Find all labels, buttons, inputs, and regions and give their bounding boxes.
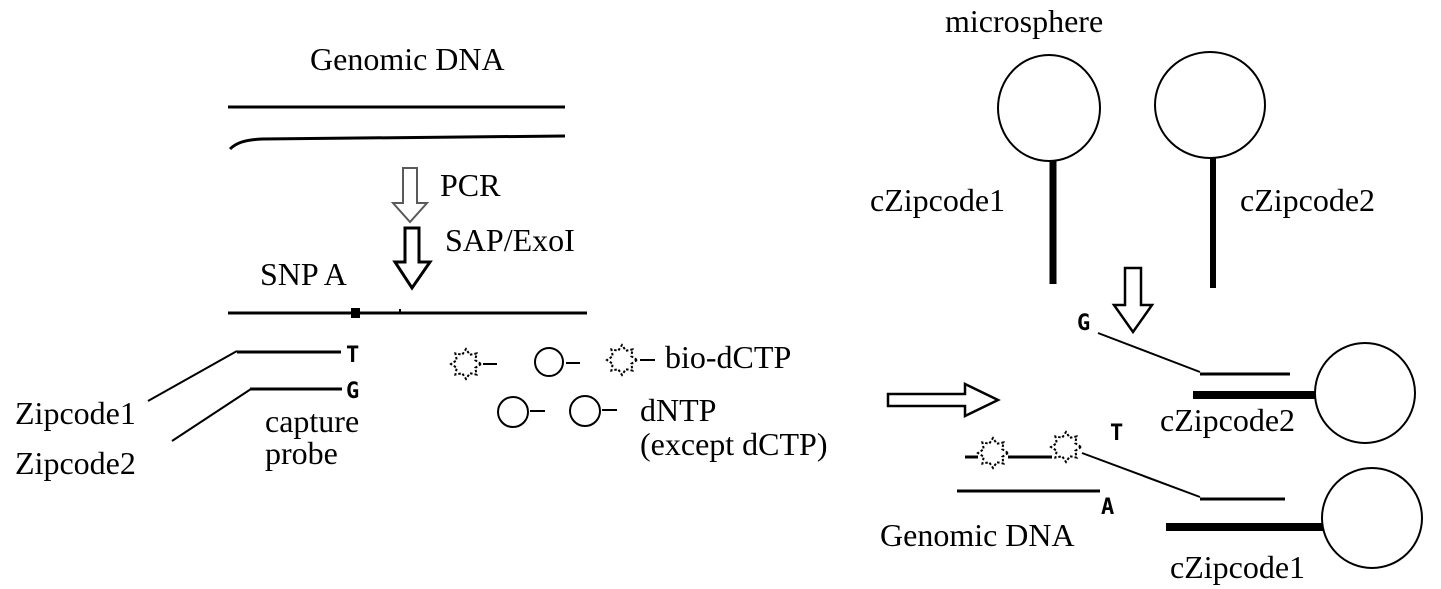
zipcode2-tail-hybrid	[1097, 332, 1201, 373]
zipcode1-tail-hybrid	[1081, 452, 1201, 498]
czipcode1-label: cZipcode1	[870, 182, 1005, 218]
microsphere-2	[1154, 51, 1266, 159]
cleanup-arrow-icon	[392, 226, 433, 291]
microsphere-4	[1321, 467, 1423, 569]
zipcode1-label: Zipcode1	[15, 395, 136, 431]
biotin-dctp-icon	[977, 437, 1009, 469]
extended-probe-base-top: G	[1077, 311, 1090, 336]
capture-probe-label-line2: probe	[265, 435, 338, 471]
zipcode2-label: Zipcode2	[15, 445, 136, 481]
snp-label: SNP A	[260, 256, 347, 292]
biotin-dctp-icon	[1050, 431, 1082, 463]
probe1-3prime-base: T	[346, 343, 359, 368]
hybrid-bottom-czipcode-label: cZipcode1	[1170, 549, 1305, 585]
cleanup-step-label: SAP/ExoI	[445, 222, 575, 258]
genomic-dna-title: Genomic DNA	[310, 41, 505, 77]
zipcode1-tail	[147, 350, 238, 402]
strand-tick-mark	[399, 309, 401, 313]
zipcode2-tail	[171, 388, 252, 442]
genomic-dna-label-right: Genomic DNA	[880, 517, 1075, 553]
probe2-3prime-base: G	[346, 379, 359, 404]
czipcode2-label: cZipcode2	[1240, 182, 1375, 218]
snp-site-marker	[351, 308, 360, 318]
microsphere-3	[1314, 342, 1416, 444]
microsphere-label: microsphere	[945, 3, 1103, 39]
process-arrow-icon	[886, 382, 1001, 418]
template-base: A	[1101, 495, 1114, 520]
extended-probe-base-bottom: T	[1110, 421, 1123, 446]
capture-probe-label-line1: capture	[265, 403, 359, 439]
pcr-step-label: PCR	[440, 167, 501, 203]
biotin-dctp-icon	[450, 348, 482, 380]
biotin-dctp-icon	[606, 344, 638, 376]
genomic-dna-strand-bottom	[228, 134, 566, 151]
pcr-arrow-icon	[390, 167, 430, 224]
bio-dctp-label: bio-dCTP	[665, 339, 791, 375]
dntp-label: dNTP	[640, 392, 716, 428]
microsphere-1	[997, 54, 1101, 162]
dntp-note: (except dCTP)	[640, 426, 828, 462]
hybrid-top-czipcode-label: cZipcode2	[1160, 402, 1295, 438]
nucleotide-icon	[534, 347, 564, 377]
dntp-icon	[497, 396, 529, 428]
hybridization-arrow-icon	[1111, 266, 1155, 335]
dntp-icon	[569, 395, 601, 427]
